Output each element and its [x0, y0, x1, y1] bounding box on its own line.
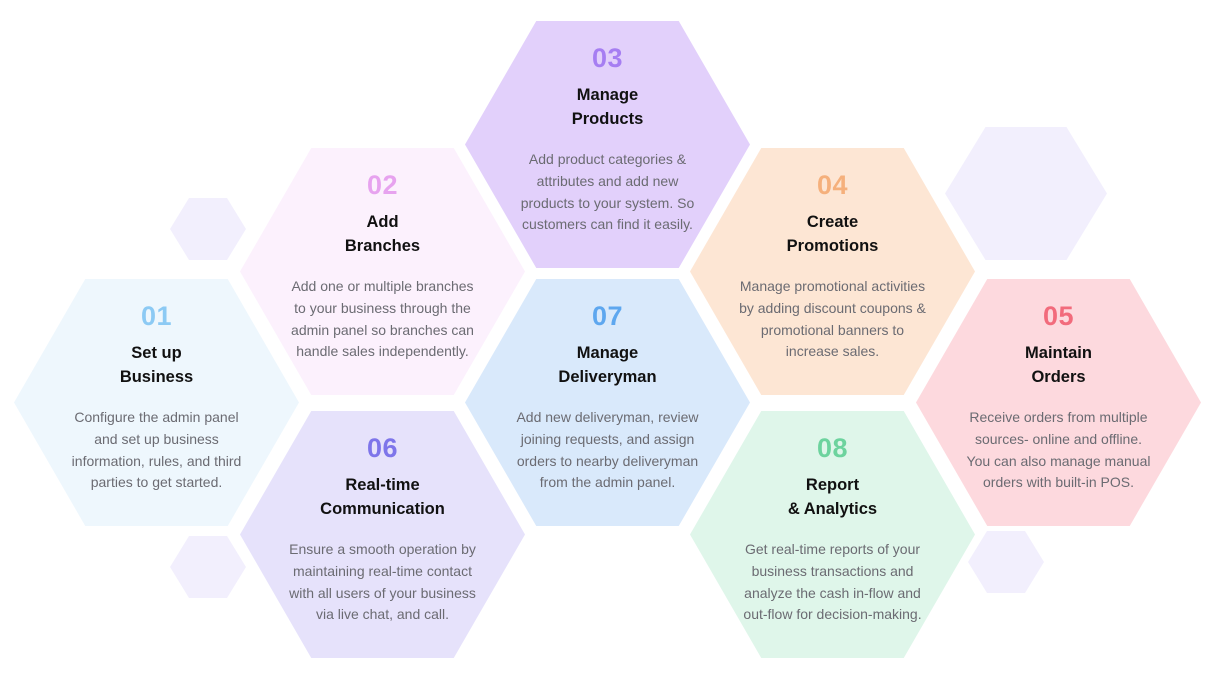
step-hexagon-03: 03 Manage Products Add product categorie…	[465, 21, 750, 268]
step-hexagon-01: 01 Set up Business Configure the admin p…	[14, 279, 299, 526]
step-description: Add new deliveryman, review joining requ…	[516, 409, 699, 491]
step-number: 02	[366, 170, 399, 200]
step-title: Real-time Communication	[320, 476, 445, 518]
step-title: Set up Business	[119, 344, 194, 386]
step-description: Configure the admin panel and set up bus…	[71, 409, 242, 491]
step-hexagon-08: 08 Report & Analytics Get real-time repo…	[690, 411, 975, 658]
step-hexagon-04: 04 Create Promotions Manage promotional …	[690, 148, 975, 395]
step-title: Manage Products	[571, 86, 644, 128]
step-number: 01	[140, 301, 173, 331]
step-description: Add product categories & attributes and …	[520, 151, 695, 233]
step-number: 08	[816, 433, 849, 463]
step-description: Add one or multiple branches to your bus…	[291, 278, 474, 360]
step-description: Ensure a smooth operation by maintaining…	[289, 541, 476, 623]
decorative-hexagon	[170, 536, 246, 598]
decorative-hexagon	[968, 531, 1044, 593]
step-hexagon-07: 07 Manage Deliveryman Add new deliveryma…	[465, 279, 750, 526]
step-title: Report & Analytics	[787, 476, 878, 518]
step-description: Receive orders from multiple sources- on…	[966, 409, 1151, 491]
step-description: Manage promotional activities by adding …	[739, 278, 926, 360]
step-hexagon-02: 02 Add Branches Add one or multiple bran…	[240, 148, 525, 395]
step-title: Maintain Orders	[1025, 344, 1092, 386]
step-number: 04	[816, 170, 849, 200]
decorative-hexagon	[945, 127, 1107, 260]
step-title: Manage Deliveryman	[558, 344, 657, 386]
step-title: Add Branches	[344, 213, 421, 255]
step-title: Create Promotions	[786, 213, 879, 255]
decorative-hexagon	[170, 198, 246, 260]
step-number: 03	[591, 43, 624, 73]
step-hexagon-05: 05 Maintain Orders Receive orders from m…	[916, 279, 1201, 526]
step-description: Get real-time reports of your business t…	[743, 541, 922, 623]
step-number: 07	[591, 301, 624, 331]
step-hexagon-06: 06 Real-time Communication Ensure a smoo…	[240, 411, 525, 658]
step-number: 06	[366, 433, 399, 463]
step-number: 05	[1042, 301, 1075, 331]
